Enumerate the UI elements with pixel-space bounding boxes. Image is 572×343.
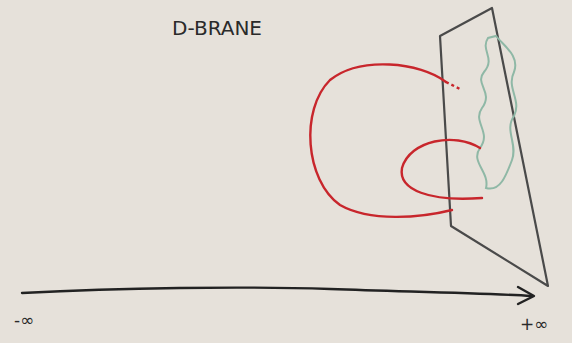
axis-arrow (22, 288, 532, 296)
open-string-end (446, 82, 462, 90)
arrow-head (518, 287, 534, 304)
brane-plane (440, 8, 548, 286)
axis-end-label: +∞ (520, 316, 548, 333)
brane-label: D-BRANE (172, 18, 262, 38)
open-string (310, 64, 452, 217)
axis-end-label: -∞ (14, 312, 34, 329)
open-string (402, 140, 482, 199)
brane-excitation (477, 36, 516, 189)
